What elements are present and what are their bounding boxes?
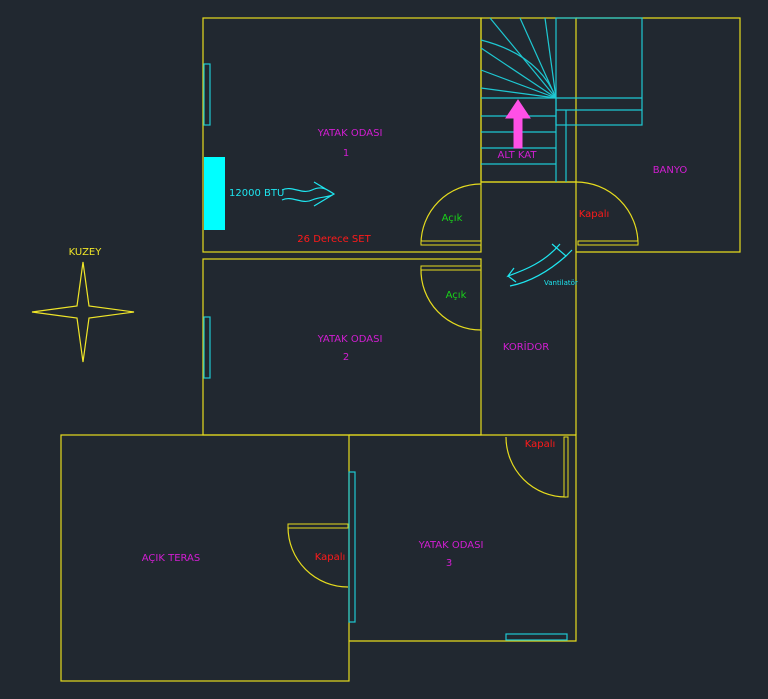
bedroom3-door-status: Kapalı bbox=[525, 439, 556, 450]
bedroom1-door-leaf bbox=[420, 240, 482, 246]
downstairs-label: ALT KAT bbox=[498, 150, 538, 161]
bedroom1-number: 1 bbox=[343, 148, 349, 159]
north-label: KUZEY bbox=[69, 247, 103, 258]
bedroom2-door-swing bbox=[420, 267, 482, 331]
bathroom-door-swing bbox=[575, 181, 639, 245]
ac-unit-icon bbox=[204, 157, 225, 230]
bedroom1-title: YATAK ODASI bbox=[317, 128, 383, 139]
bedroom3-door-swing bbox=[505, 436, 567, 498]
fan-icon bbox=[506, 243, 573, 287]
windows bbox=[203, 63, 568, 641]
bedroom3-bottom-window bbox=[505, 633, 568, 641]
bathroom-door-leaf bbox=[577, 240, 639, 246]
bedroom3-side-window bbox=[348, 471, 356, 623]
staircase bbox=[480, 17, 643, 182]
ac-setpoint-label: 26 Derece SET bbox=[297, 234, 371, 245]
corridor-title: KORİDOR bbox=[503, 340, 549, 353]
airflow-icon bbox=[281, 181, 336, 207]
stair-landing bbox=[555, 17, 643, 126]
bedroom2-door-status: Açık bbox=[446, 290, 467, 301]
bedroom3-door-leaf bbox=[563, 436, 569, 498]
bedroom3-number: 3 bbox=[446, 558, 452, 569]
bedroom1-window bbox=[203, 63, 211, 126]
downstairs-arrow-icon bbox=[505, 99, 531, 149]
bathroom-walls bbox=[576, 17, 741, 253]
ac-capacity-label: 12000 BTU bbox=[229, 188, 284, 199]
bedroom2-title: YATAK ODASI bbox=[317, 334, 383, 345]
terrace-door-leaf bbox=[287, 523, 349, 529]
bedroom2-window bbox=[203, 316, 211, 379]
bedroom1-door-swing bbox=[420, 183, 482, 245]
terrace-door-status: Kapalı bbox=[315, 552, 346, 563]
bedroom2-door-leaf bbox=[420, 265, 482, 271]
terrace-title: AÇIK TERAS bbox=[142, 553, 201, 564]
bedroom3-title: YATAK ODASI bbox=[418, 540, 484, 551]
terrace-door-swing bbox=[287, 526, 349, 588]
bedroom1-door-status: Açık bbox=[442, 213, 463, 224]
bedroom3-walls bbox=[349, 434, 577, 642]
bathroom-door-status: Kapalı bbox=[579, 209, 610, 220]
bedroom2-number: 2 bbox=[343, 352, 349, 363]
fan-label: Vantilatör bbox=[544, 279, 578, 287]
north-compass-icon bbox=[31, 261, 135, 363]
bathroom-title: BANYO bbox=[653, 165, 688, 176]
doors bbox=[287, 181, 639, 588]
